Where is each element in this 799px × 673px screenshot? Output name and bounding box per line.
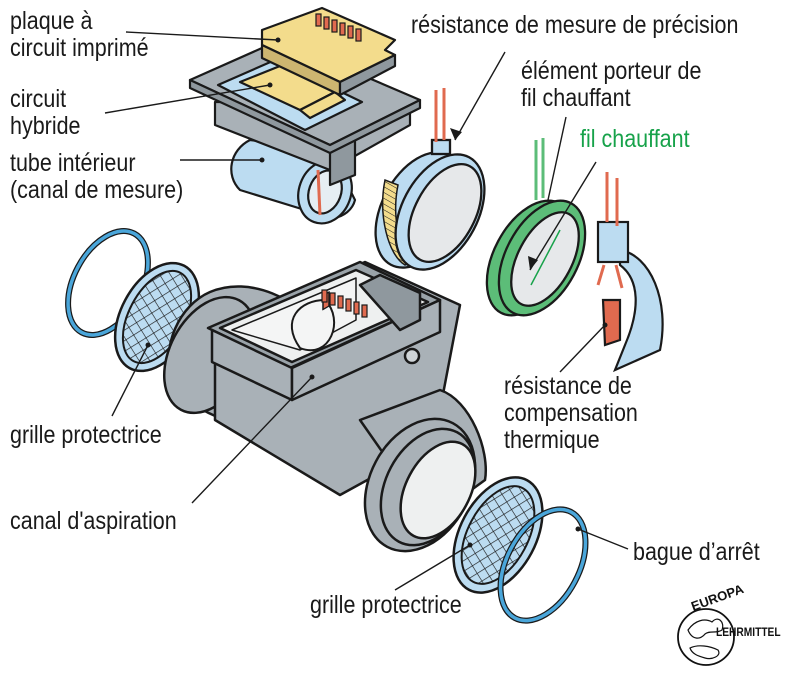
leader-dots	[145, 37, 608, 548]
label-plaque-circuit-line1: plaque à	[10, 7, 93, 35]
leader-lines	[104, 31, 629, 591]
precision-resistor-ring	[374, 88, 486, 271]
label-resistance-mesure: résistance de mesure de précision	[411, 11, 739, 39]
label-element-porteur-line1: élément porteur de	[521, 57, 702, 85]
leader-bague	[577, 528, 629, 550]
label-plaque-circuit-line2: circuit imprimé	[10, 34, 149, 62]
label-tube-interieur-line2: (canal de mesure)	[10, 176, 184, 204]
leader-compensation	[559, 324, 606, 373]
pcb-connector-pins	[315, 13, 362, 42]
main-housing	[162, 260, 488, 553]
right-snap-ring	[497, 506, 589, 624]
compensation-resistor	[596, 172, 664, 373]
leader-canal	[191, 376, 313, 504]
housing-connector-pins	[321, 289, 368, 318]
leader-grille-droite	[394, 544, 471, 591]
leader-element-porteur	[547, 116, 567, 201]
label-resistance-compensation-line3: thermique	[504, 426, 600, 454]
leader-hybride	[104, 84, 271, 114]
label-element-porteur-line2: fil chauffant	[521, 84, 631, 112]
right-grille	[452, 476, 544, 594]
leader-fil-chauffant	[529, 161, 597, 271]
label-bague-arret: bague d’arrêt	[633, 538, 760, 566]
label-circuit-hybride-line1: circuit	[10, 85, 67, 113]
label-resistance-compensation-line2: compensation	[504, 399, 638, 427]
label-canal-aspiration: canal d'aspiration	[10, 507, 177, 535]
logo-text-lehrmittel: LEHRMITTEL	[716, 625, 781, 639]
hot-wire-carrier-ring	[485, 138, 587, 317]
leader-plaque	[125, 31, 279, 41]
label-tube-interieur-line1: tube intérieur	[10, 149, 136, 177]
leader-grille-gauche	[111, 344, 149, 417]
label-grille-protectrice-right: grille protectrice	[310, 591, 462, 619]
label-grille-protectrice-left: grille protectrice	[10, 421, 162, 449]
leader-resistance-mesure	[454, 51, 506, 141]
pcb-assembly	[188, 6, 422, 225]
europa-lehrmittel-logo	[677, 608, 735, 666]
label-fil-chauffant: fil chauffant	[580, 125, 690, 153]
label-circuit-hybride-line2: hybride	[10, 112, 81, 140]
label-resistance-compensation-line1: résistance de	[504, 372, 632, 400]
